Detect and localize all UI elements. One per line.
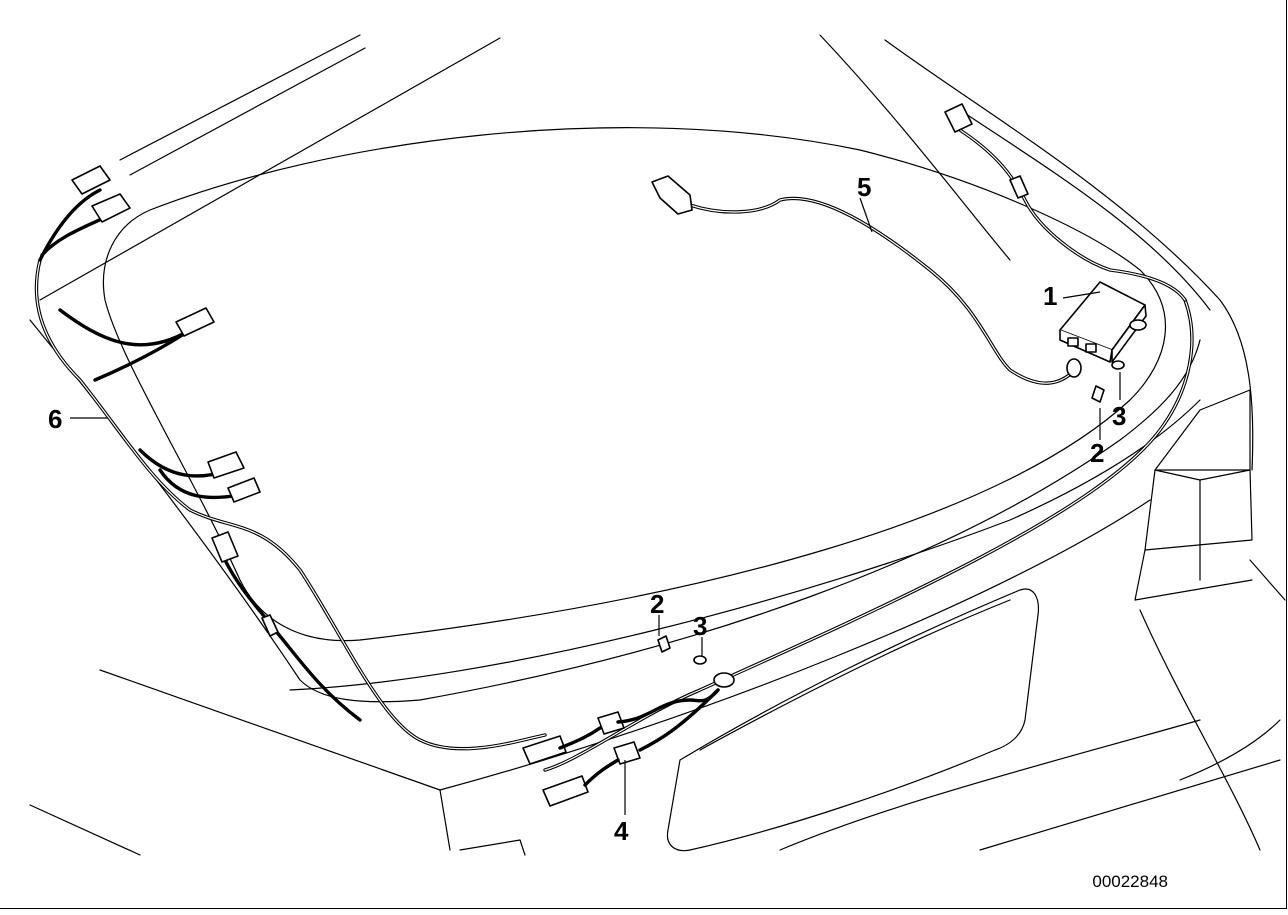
screw <box>657 635 671 653</box>
washer <box>693 655 707 665</box>
screw <box>1091 385 1105 403</box>
antenna-amplifier <box>1059 281 1147 403</box>
antenna-lead-wire <box>651 175 1077 385</box>
callout-2-left: 2 <box>650 589 664 619</box>
callout-4: 4 <box>614 816 629 846</box>
callout-1: 1 <box>1043 281 1057 311</box>
ground-strap-wire <box>558 635 735 787</box>
antenna-terminal <box>651 175 693 215</box>
document-number: 00022848 <box>1092 872 1168 891</box>
leader-lines <box>70 197 1121 815</box>
callout-labels: 1 2 3 2 3 4 5 6 <box>48 172 1126 846</box>
washer <box>1111 360 1125 370</box>
callout-5: 5 <box>857 172 871 202</box>
callout-3-right: 3 <box>1112 401 1126 431</box>
callout-3-left: 3 <box>693 611 707 641</box>
callout-6: 6 <box>48 404 62 434</box>
callout-2-right: 2 <box>1090 438 1104 468</box>
car-body-outline <box>29 34 1286 856</box>
connectors <box>71 103 1029 807</box>
